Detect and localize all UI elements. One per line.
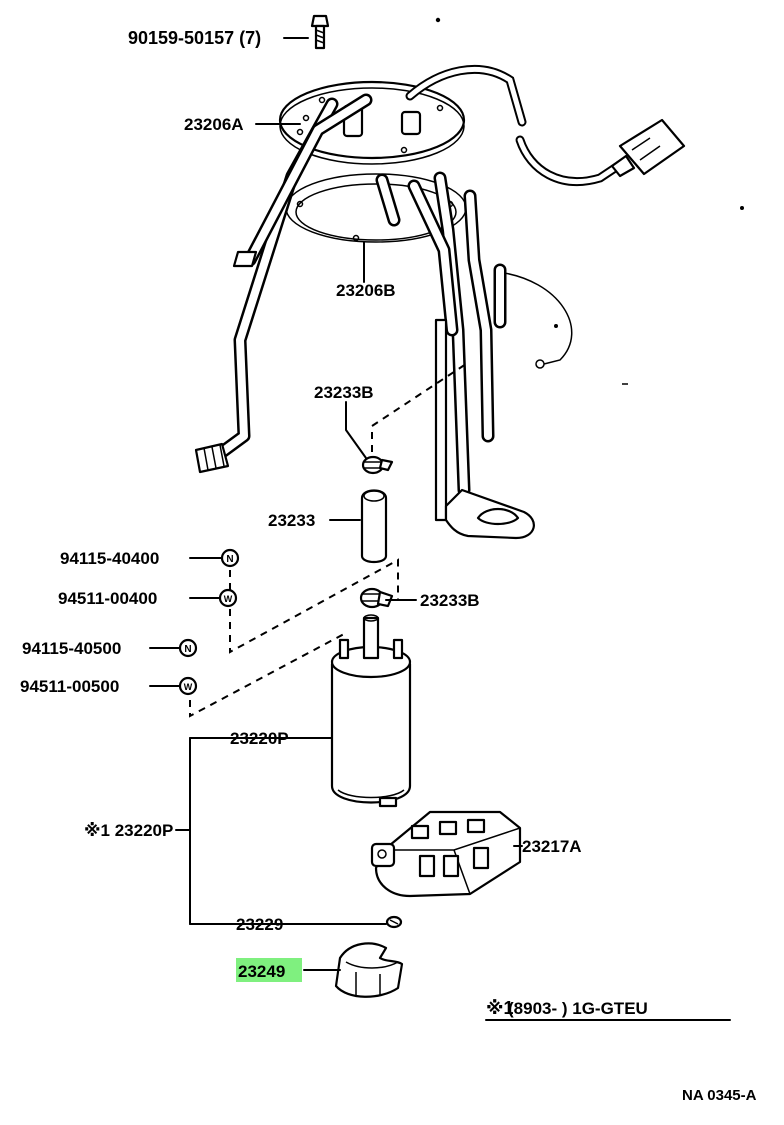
label-bolt[interactable]: 90159-50157 (7) xyxy=(128,28,261,48)
leader-line xyxy=(345,401,367,459)
reference-code: NA 0345-A xyxy=(682,1087,757,1104)
label-pump-alt[interactable]: ※1 23220P xyxy=(84,821,173,840)
label-nut-b[interactable]: 94115-40500 xyxy=(22,639,121,658)
fuel-pump-part xyxy=(330,614,412,808)
washer-letter: W xyxy=(224,594,233,604)
washer-b-marker: W xyxy=(178,676,198,696)
hose-clamp-upper-part xyxy=(361,455,394,475)
cushion-part xyxy=(334,942,404,998)
label-gasket[interactable]: 23206B xyxy=(336,281,396,300)
label-clip[interactable]: 23229 xyxy=(236,915,283,934)
label-cushion[interactable]: 23249 xyxy=(238,962,285,981)
speck-mark xyxy=(740,206,744,210)
footnote-marker: ※1 xyxy=(486,998,514,1018)
nut-letter: N xyxy=(226,554,233,565)
washer-a-marker: W xyxy=(218,588,238,608)
label-pump[interactable]: 23220P xyxy=(230,729,289,748)
sender-gauge-assembly xyxy=(194,64,686,540)
label-washer-a[interactable]: 94511-00400 xyxy=(58,589,157,608)
speck-mark xyxy=(554,324,558,328)
fuel-hose-part xyxy=(360,489,388,564)
label-filter[interactable]: 23217A xyxy=(522,837,582,856)
nut-letter: N xyxy=(184,644,191,655)
alignment-line xyxy=(189,633,345,718)
label-clamp-lower[interactable]: 23233B xyxy=(420,591,480,610)
label-hose[interactable]: 23233 xyxy=(268,511,315,530)
fuel-filter-part xyxy=(370,810,522,898)
label-washer-b[interactable]: 94511-00500 xyxy=(20,677,119,696)
washer-letter: W xyxy=(184,682,193,692)
bolt-part xyxy=(310,14,330,50)
hose-clamp-lower-part xyxy=(359,587,394,609)
nut-b-marker: N xyxy=(178,638,198,658)
footnote-text: (8903- ) 1G-GTEU xyxy=(508,999,648,1018)
speck-mark xyxy=(435,17,441,23)
alignment-line xyxy=(229,558,399,654)
clip-part xyxy=(385,915,403,929)
label-clamp-upper[interactable]: 23233B xyxy=(314,383,374,402)
label-gauge-assy[interactable]: 23206A xyxy=(184,115,244,134)
alignment-line xyxy=(371,363,467,452)
label-nut-a[interactable]: 94115-40400 xyxy=(60,549,159,568)
nut-a-marker: N xyxy=(220,548,240,568)
part-highlight xyxy=(236,958,302,982)
applicability-note: ※1 (8903- ) 1G-GTEU xyxy=(485,998,731,1021)
